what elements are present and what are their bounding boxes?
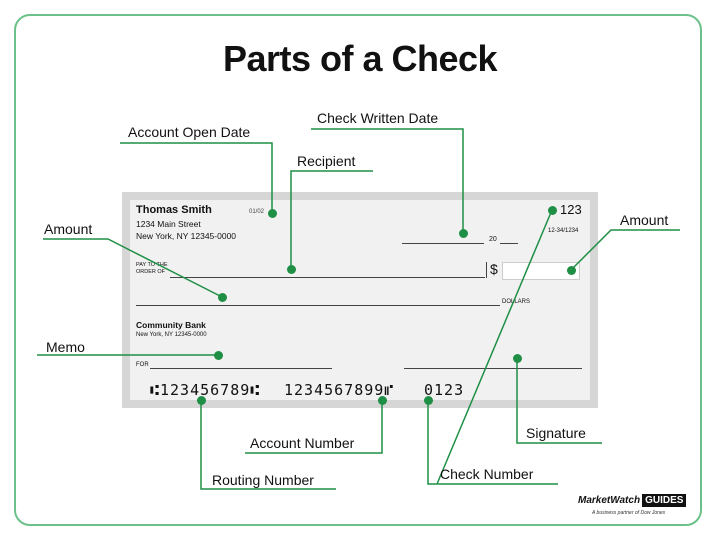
label-amount-left: Amount <box>44 221 93 237</box>
recipient-line <box>170 277 485 278</box>
pay-to-line-2: ORDER OF <box>136 269 166 275</box>
dot-memo <box>214 351 223 360</box>
pay-to-line-1: PAY TO THE <box>136 262 168 268</box>
label-recipient: Recipient <box>297 153 356 169</box>
recipient-line-end <box>486 262 487 278</box>
dot-routing-number <box>197 396 206 405</box>
check-number-value: 123 <box>560 202 582 217</box>
dollars-label: DOLLARS <box>502 299 531 305</box>
label-check-number: Check Number <box>440 466 534 482</box>
memo-label: FOR <box>136 362 149 368</box>
label-check-written-date: Check Written Date <box>317 110 439 126</box>
dollar-sign: $ <box>490 261 498 277</box>
dot-check-number-top <box>548 206 557 215</box>
bank-name: Community Bank <box>136 320 206 330</box>
dot-recipient <box>287 265 296 274</box>
account-open-date-value: 01/02 <box>249 209 265 215</box>
label-account-number: Account Number <box>250 435 355 451</box>
date-suffix: 20 <box>489 236 497 243</box>
dot-signature <box>513 354 522 363</box>
label-amount-right: Amount <box>620 212 669 228</box>
marketwatch-logo-name: MarketWatch <box>578 495 641 506</box>
written-amount-line <box>136 305 500 306</box>
dot-amount-left <box>218 293 227 302</box>
account-holder-name: Thomas Smith <box>136 204 212 216</box>
label-memo: Memo <box>46 339 85 355</box>
date-line <box>402 243 484 244</box>
marketwatch-tagline: A business partner of Dow Jones <box>592 510 666 516</box>
micr-account-number: 1234567899⑈ <box>284 381 395 399</box>
dot-check-number-micr <box>424 396 433 405</box>
dot-account-open-date <box>268 209 277 218</box>
label-signature: Signature <box>526 425 586 441</box>
dot-amount-right <box>567 266 576 275</box>
page-title: Parts of a Check <box>222 38 498 79</box>
micr-routing-number: ⑆123456789⑆ <box>150 381 261 399</box>
account-holder-address-2: New York, NY 12345-0000 <box>136 231 237 241</box>
routing-fraction: 12-34/1234 <box>548 228 579 234</box>
dot-account-number <box>378 396 387 405</box>
signature-line <box>404 368 582 369</box>
bank-address: New York, NY 12345-0000 <box>136 332 207 338</box>
memo-line <box>150 368 332 369</box>
dot-check-written-date <box>459 229 468 238</box>
label-routing-number: Routing Number <box>212 472 314 488</box>
label-account-open-date: Account Open Date <box>128 124 251 140</box>
marketwatch-logo-guides: GUIDES <box>642 494 687 507</box>
account-holder-address-1: 1234 Main Street <box>136 219 201 229</box>
pay-to-label: PAY TO THE ORDER OF <box>136 262 168 276</box>
date-line-end <box>500 243 518 244</box>
